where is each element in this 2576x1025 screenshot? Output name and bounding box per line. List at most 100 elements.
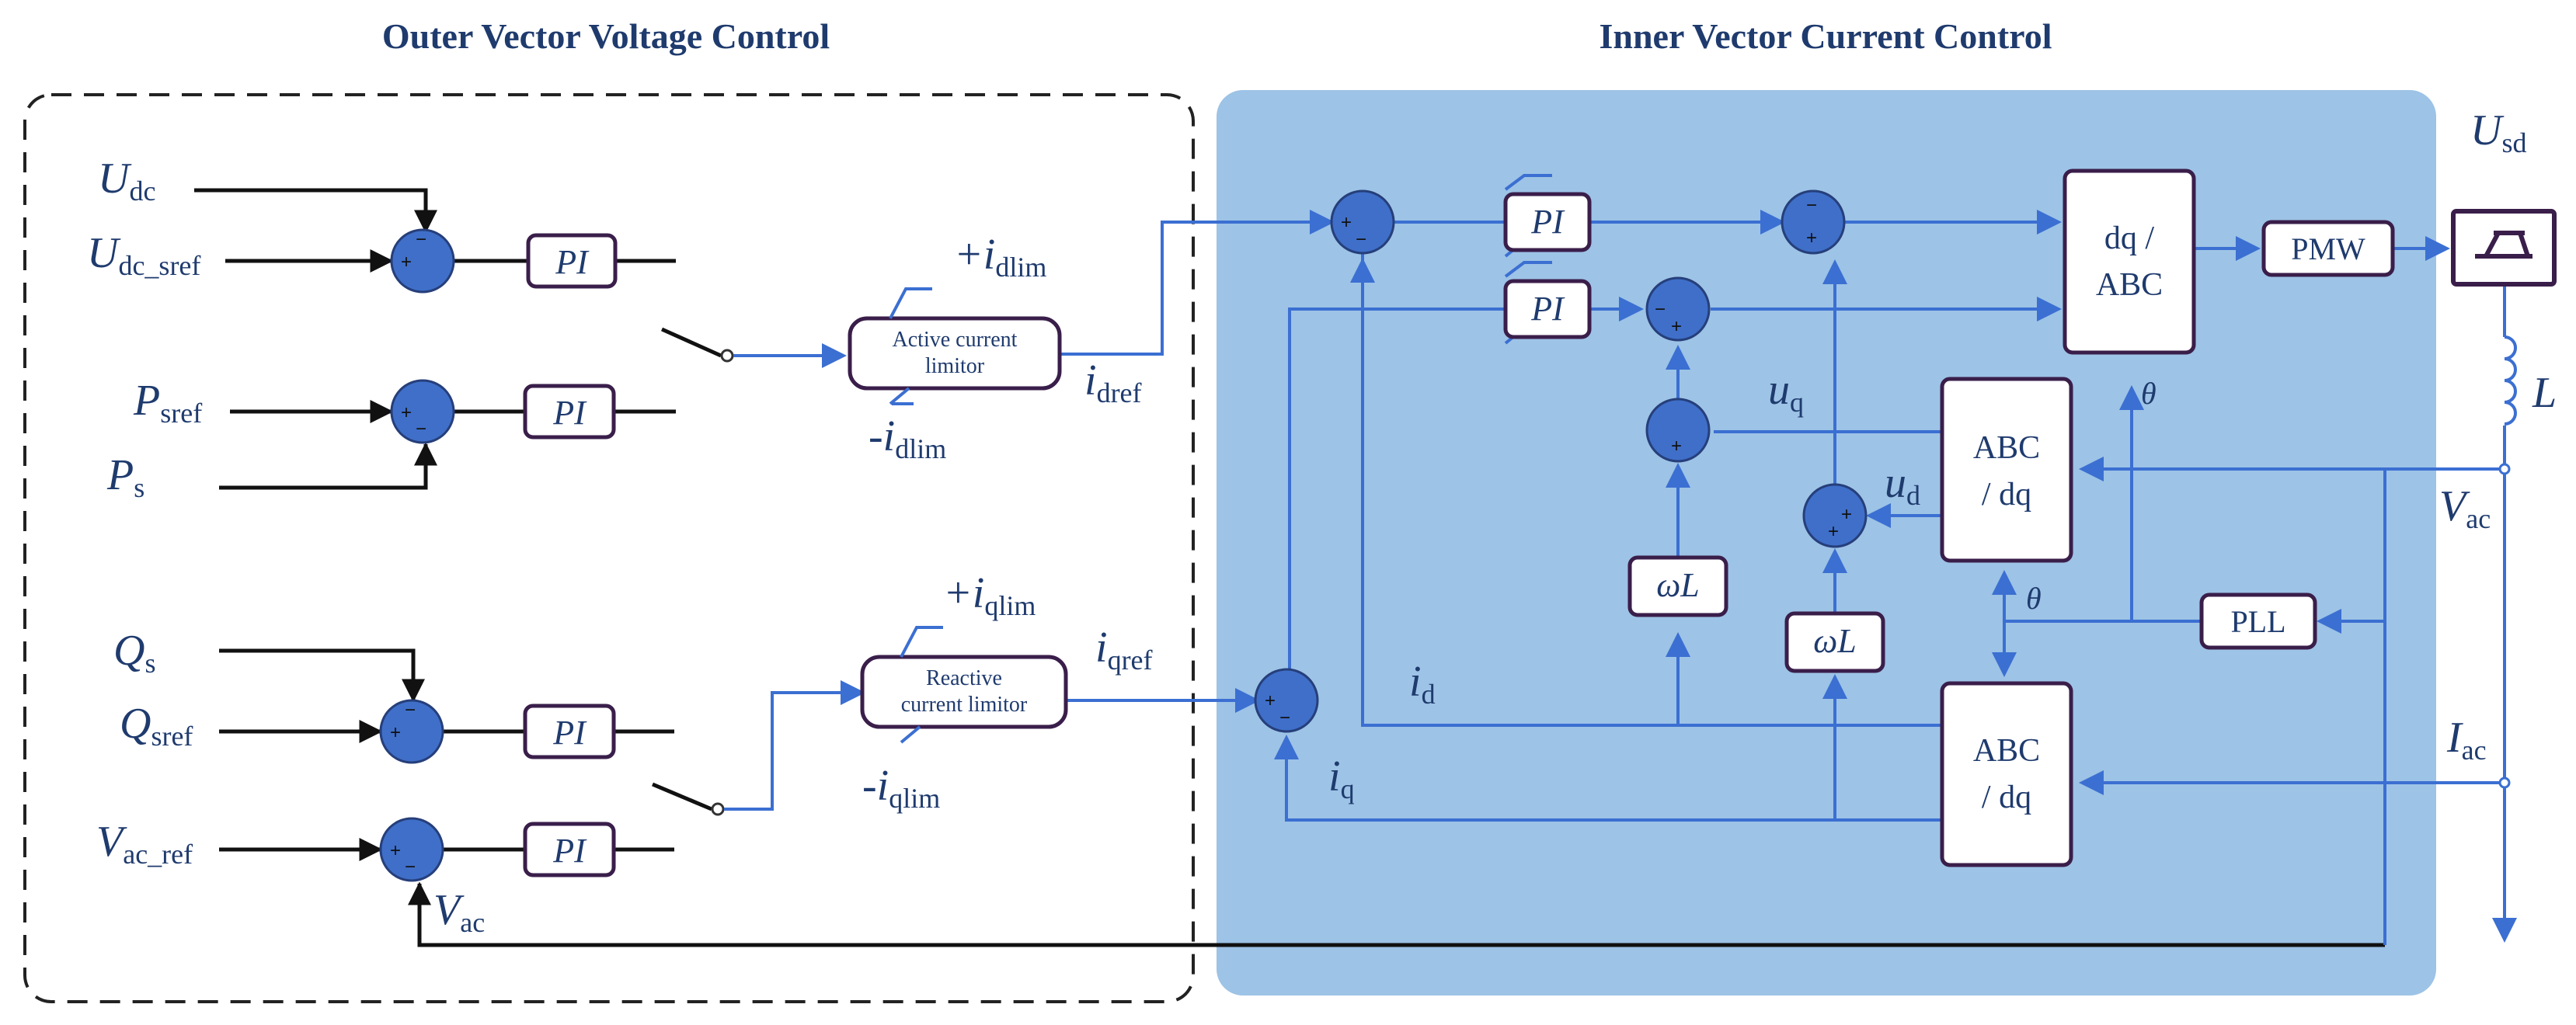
iac-node bbox=[2498, 777, 2511, 789]
pi-block-q-inner: PI bbox=[1503, 279, 1592, 339]
outer-wiring bbox=[194, 188, 2385, 947]
udc-label: Udc bbox=[98, 155, 155, 207]
pi-block-p: PI bbox=[523, 384, 616, 440]
idref-label: idref bbox=[1084, 356, 1142, 408]
svg-text:PI: PI bbox=[552, 832, 587, 870]
usd-label: Usd bbox=[2470, 106, 2526, 158]
sum-junction-q: + − bbox=[379, 699, 444, 764]
pi-block-vac: PI bbox=[523, 822, 616, 877]
svg-text:−: − bbox=[1655, 299, 1666, 320]
svg-text:ωL: ωL bbox=[1813, 622, 1857, 660]
svg-text:PLL: PLL bbox=[2230, 604, 2285, 639]
svg-text:/ dq: / dq bbox=[1982, 780, 2031, 815]
svg-text:−: − bbox=[405, 856, 416, 877]
svg-text:ABC: ABC bbox=[1973, 733, 2040, 769]
outer-control-boundary bbox=[23, 93, 1195, 1003]
inner-control-title: Inner Vector Current Control bbox=[1599, 16, 2052, 56]
svg-text:+: + bbox=[401, 402, 412, 423]
svg-text:PI: PI bbox=[1530, 203, 1565, 241]
active-current-limiter: Active current limitor bbox=[848, 287, 1062, 405]
svg-text:Reactive: Reactive bbox=[926, 666, 1002, 690]
svg-text:−: − bbox=[1806, 195, 1817, 216]
svg-text:limitor: limitor bbox=[925, 354, 985, 378]
sum-junction-q-voltage: − + bbox=[1645, 276, 1711, 342]
sum-junction-p: + − bbox=[390, 379, 455, 444]
svg-text:+: + bbox=[390, 840, 401, 861]
omega-l-block-q: ωL bbox=[1627, 555, 1728, 617]
svg-text:PI: PI bbox=[1530, 290, 1565, 328]
vac-ref-label: Vac_ref bbox=[96, 818, 193, 870]
iac-label: Iac bbox=[2446, 714, 2487, 766]
pi-block-q: PI bbox=[523, 704, 616, 759]
idlim-neg-label: -idlim bbox=[869, 412, 946, 464]
svg-text:+: + bbox=[1828, 521, 1839, 542]
svg-text:+: + bbox=[401, 252, 412, 273]
inductor-label: L bbox=[2532, 369, 2557, 417]
svg-text:ABC: ABC bbox=[2096, 267, 2163, 303]
svg-text:−: − bbox=[416, 229, 426, 250]
active-switch-contact bbox=[720, 349, 734, 363]
svg-text:PI: PI bbox=[555, 243, 590, 281]
svg-text:PMW: PMW bbox=[2291, 231, 2365, 266]
ud-label: ud bbox=[1885, 459, 1920, 511]
theta-label-bottom: θ bbox=[2026, 581, 2042, 616]
svg-text:Active current: Active current bbox=[893, 328, 1018, 352]
iqlim-neg-label: -iqlim bbox=[862, 762, 940, 814]
theta-label-top: θ bbox=[2141, 376, 2157, 411]
sum-junction-d-voltage: − + bbox=[1781, 189, 1846, 255]
iq-label: iq bbox=[1328, 752, 1355, 804]
svg-text:current limitor: current limitor bbox=[901, 693, 1028, 717]
svg-text:ABC: ABC bbox=[1973, 430, 2040, 466]
reactive-switch-contact bbox=[711, 802, 725, 816]
ps-label: Ps bbox=[106, 451, 144, 503]
iqlim-pos-label: +iqlim bbox=[943, 569, 1036, 621]
svg-text:+: + bbox=[1841, 504, 1852, 525]
svg-text:/ dq: / dq bbox=[1982, 477, 2031, 512]
vac-right-label: Vac bbox=[2439, 482, 2491, 534]
psref-label: Psref bbox=[133, 377, 202, 429]
abc-dq-block-current: ABC / dq bbox=[1940, 681, 2073, 867]
svg-text:+: + bbox=[1265, 690, 1276, 711]
svg-text:ωL: ωL bbox=[1656, 566, 1700, 604]
pll-block: PLL bbox=[2199, 592, 2317, 650]
svg-text:+: + bbox=[1671, 436, 1682, 457]
pi-block-udc: PI bbox=[526, 233, 618, 289]
udc-sref-label: Udc_sref bbox=[87, 229, 200, 281]
svg-text:+: + bbox=[390, 722, 401, 743]
svg-text:+: + bbox=[1671, 316, 1682, 337]
svg-text:−: − bbox=[416, 419, 426, 440]
svg-text:+: + bbox=[1806, 228, 1817, 248]
iqref-label: iqref bbox=[1095, 624, 1153, 676]
svg-text:−: − bbox=[405, 700, 416, 721]
reactive-current-limiter: Reactive current limitor bbox=[860, 626, 1068, 744]
sum-junction-ud: + + bbox=[1802, 483, 1868, 548]
svg-text:PI: PI bbox=[552, 714, 587, 752]
qsref-label: Qsref bbox=[120, 700, 193, 752]
outer-control-title: Outer Vector Voltage Control bbox=[382, 16, 830, 56]
sum-junction-udc: + − bbox=[390, 228, 455, 294]
qs-label: Qs bbox=[113, 627, 155, 679]
inductor-icon bbox=[2504, 335, 2517, 426]
idlim-pos-label: +idlim bbox=[954, 231, 1046, 283]
vac-feedback-label: Vac bbox=[433, 886, 485, 938]
sum-junction-uq: + bbox=[1645, 398, 1711, 463]
svg-text:PI: PI bbox=[552, 394, 587, 432]
svg-text:+: + bbox=[1341, 212, 1352, 233]
abc-dq-block-voltage: ABC / dq bbox=[1940, 377, 2073, 563]
vac-node bbox=[2498, 463, 2511, 475]
converter-switch-icon bbox=[2451, 209, 2557, 287]
pmw-block: PMW bbox=[2261, 220, 2395, 277]
sum-junction-q-error: + − bbox=[1254, 668, 1319, 733]
pi-block-d: PI bbox=[1503, 192, 1592, 252]
svg-text:−: − bbox=[1279, 707, 1290, 728]
omega-l-block-d: ωL bbox=[1784, 611, 1885, 673]
sum-junction-vac: + − bbox=[379, 817, 444, 882]
sum-junction-d-error: + − bbox=[1330, 189, 1395, 255]
id-label: id bbox=[1409, 658, 1436, 710]
svg-text:dq /: dq / bbox=[2104, 221, 2155, 256]
dq-abc-block: dq / ABC bbox=[2063, 169, 2196, 355]
svg-text:−: − bbox=[1356, 229, 1366, 250]
uq-label: uq bbox=[1768, 366, 1804, 418]
outer-blue-wiring bbox=[724, 210, 1335, 811]
